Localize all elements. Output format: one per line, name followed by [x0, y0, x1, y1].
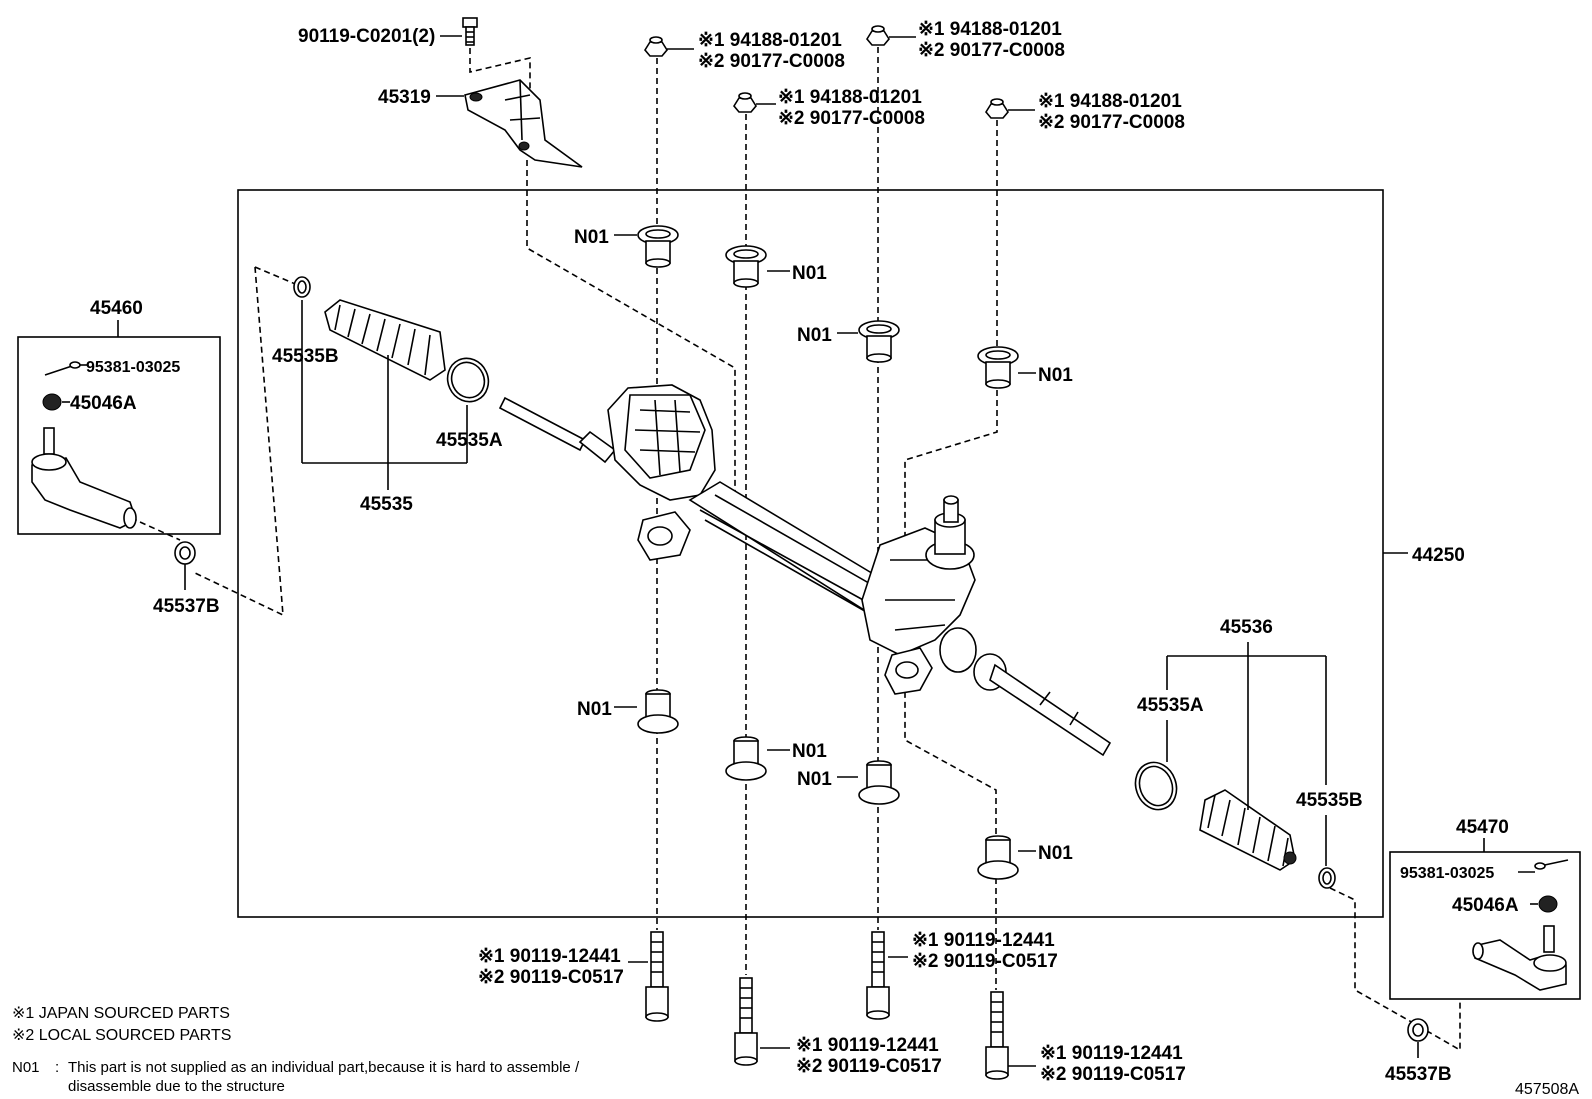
bolt-2-callout-line2[interactable]: ※2 90119-C0517 — [796, 1056, 942, 1077]
bolt-4 — [985, 991, 1009, 1080]
bolt-1-callout-line1[interactable]: ※1 90119-12441 — [478, 946, 621, 967]
nut-45046a-left-label[interactable]: 45046A — [70, 393, 137, 414]
clip-left-label[interactable]: 45537B — [153, 596, 220, 617]
bracket-45319 — [464, 79, 583, 168]
nut-45046a-left — [42, 393, 62, 411]
right-tie-rod-box — [1389, 851, 1581, 1000]
legend-note-1: ※1 JAPAN SOURCED PARTS — [12, 1005, 230, 1022]
nut-4-callout-line1[interactable]: ※1 94188-01201 — [1038, 91, 1182, 112]
boot-clamp-b-right-label[interactable]: 45535B — [1296, 790, 1363, 811]
boot-clamp-a-left-label[interactable]: 45535A — [436, 430, 503, 451]
bushing-bottom-2 — [725, 736, 767, 781]
nut-2-callout-line2[interactable]: ※2 90177-C0008 — [778, 108, 925, 129]
legend-n01-text-line1: This part is not supplied as an individu… — [68, 1059, 580, 1076]
bushing-top-1-label[interactable]: N01 — [574, 227, 609, 248]
bolt-3-callout-line2[interactable]: ※2 90119-C0517 — [912, 951, 1058, 972]
nut-4 — [985, 98, 1009, 119]
bolt-4-callout-line1[interactable]: ※1 90119-12441 — [1040, 1043, 1183, 1064]
bushing-top-3 — [858, 320, 900, 363]
boot-right — [1199, 789, 1297, 871]
boot-right-label[interactable]: 45536 — [1220, 617, 1273, 638]
bolt-2 — [734, 977, 758, 1066]
boot-clamp-a-right — [1134, 761, 1178, 811]
nut-1 — [644, 36, 668, 57]
cotter-pin-right-label[interactable]: 95381-03025 — [1400, 865, 1494, 882]
bushing-bottom-1-label[interactable]: N01 — [577, 699, 612, 720]
legend-n01-separator: : — [55, 1059, 59, 1076]
legend-n01-text-line2: disassemble due to the structure — [68, 1078, 285, 1095]
right-tie-rod-part-number[interactable]: 45470 — [1456, 817, 1509, 838]
bushing-bottom-3 — [858, 760, 900, 805]
nut-3-callout-line1[interactable]: ※1 94188-01201 — [918, 19, 1062, 40]
bushing-top-4-label[interactable]: N01 — [1038, 365, 1073, 386]
nut-1-callout-line1[interactable]: ※1 94188-01201 — [698, 30, 842, 51]
tie-rod-end-right — [1472, 925, 1567, 991]
bolt-1-callout-line2[interactable]: ※2 90119-C0517 — [478, 967, 624, 988]
legend-n01-key: N01 — [12, 1059, 40, 1076]
bushing-top-4 — [977, 346, 1019, 389]
boot-left-label[interactable]: 45535 — [360, 494, 413, 515]
bushing-top-2 — [725, 245, 767, 288]
bolt-4-callout-line2[interactable]: ※2 90119-C0517 — [1040, 1064, 1186, 1085]
nut-45046a-right — [1538, 895, 1558, 913]
clip-left — [174, 541, 196, 565]
cotter-pin-left — [44, 361, 81, 376]
nut-3 — [866, 25, 890, 46]
boot-clamp-b-right — [1318, 867, 1336, 889]
legend: ※1 JAPAN SOURCED PARTS ※2 LOCAL SOURCED … — [12, 1005, 580, 1095]
clip-right-label[interactable]: 45537B — [1385, 1064, 1452, 1085]
nut-3-callout-line2[interactable]: ※2 90177-C0008 — [918, 40, 1065, 61]
nut-45046a-right-label[interactable]: 45046A — [1452, 895, 1519, 916]
boot-clamp-b-left-label[interactable]: 45535B — [272, 346, 339, 367]
bushing-bottom-1 — [637, 689, 679, 734]
left-tie-rod-part-number[interactable]: 45460 — [90, 298, 143, 319]
nut-1-callout-line2[interactable]: ※2 90177-C0008 — [698, 51, 845, 72]
assembly-part-number[interactable]: 44250 — [1412, 545, 1465, 566]
bolt-3-callout-line1[interactable]: ※1 90119-12441 — [912, 930, 1055, 951]
bushing-top-1 — [637, 225, 679, 268]
bushing-bottom-4-label[interactable]: N01 — [1038, 843, 1073, 864]
left-tie-rod-box — [17, 336, 221, 535]
boot-clamp-a-right-label[interactable]: 45535A — [1137, 695, 1204, 716]
bushing-top-3-label[interactable]: N01 — [797, 325, 832, 346]
top-bolt-part-number[interactable]: 90119-C0201(2) — [298, 26, 435, 47]
cotter-pin-left-label[interactable]: 95381-03025 — [86, 359, 180, 376]
legend-note-2: ※2 LOCAL SOURCED PARTS — [12, 1027, 231, 1044]
boot-clamp-b-left — [293, 276, 311, 298]
boot-clamp-a-left — [446, 357, 490, 403]
clip-right — [1407, 1018, 1429, 1042]
bushing-top-2-label[interactable]: N01 — [792, 263, 827, 284]
tie-rod-end-left — [31, 427, 137, 529]
steering-rack — [498, 384, 1112, 757]
boot-left — [324, 299, 446, 381]
bolt-2-callout-line1[interactable]: ※1 90119-12441 — [796, 1035, 939, 1056]
nut-2-callout-line1[interactable]: ※1 94188-01201 — [778, 87, 922, 108]
bracket-part-number[interactable]: 45319 — [378, 87, 431, 108]
bolt-1 — [645, 931, 669, 1022]
nut-4-callout-line2[interactable]: ※2 90177-C0008 — [1038, 112, 1185, 133]
bushing-bottom-4 — [977, 835, 1019, 880]
nut-2 — [733, 92, 757, 113]
bolt-3 — [866, 931, 890, 1020]
top-bolt — [462, 17, 478, 46]
bushing-bottom-2-label[interactable]: N01 — [792, 741, 827, 762]
bushing-bottom-3-label[interactable]: N01 — [797, 769, 832, 790]
cotter-pin-right — [1534, 859, 1569, 870]
illustration-id: 457508A — [1515, 1081, 1579, 1098]
